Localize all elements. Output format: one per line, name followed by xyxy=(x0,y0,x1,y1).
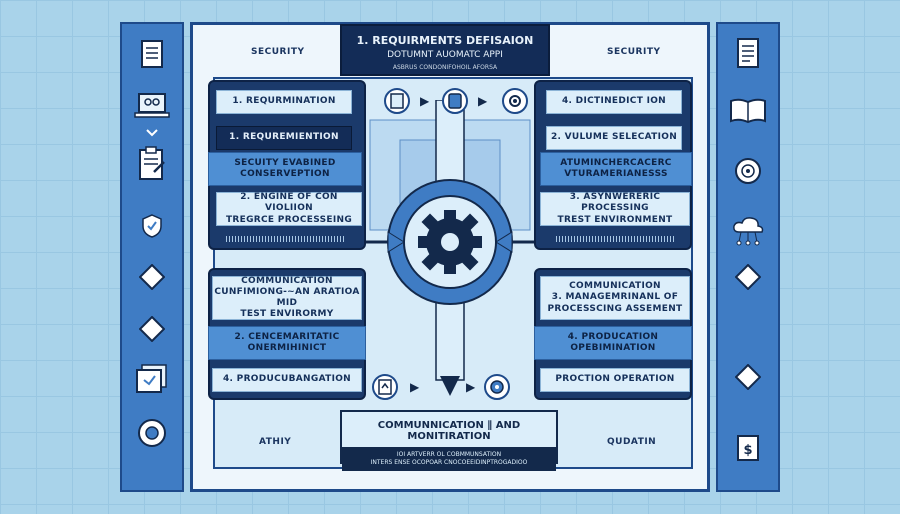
right-bottom-card-2-line1: 4. PRODUCATION xyxy=(567,331,659,342)
right-top-card-2-line1: ATUMINCHERCACERC xyxy=(560,157,672,168)
left-bottom-card-3-label: 4. PRODUCUBANGATION xyxy=(222,374,352,385)
left-bottom-card-1-line2: CUNFIMIONG-~AN ARATIOA MID xyxy=(214,286,360,308)
svg-text:$: $ xyxy=(743,443,752,458)
right-bottom-card-2: 4. PRODUCATION OPEBIMINATION xyxy=(534,326,692,360)
corner-label-top-right: SECURITY xyxy=(607,47,661,57)
left-bottom-card-2: 2. CENCEMARITATIC ONERMIHINICT xyxy=(208,326,366,360)
shield-icon xyxy=(142,214,162,238)
left-bottom-card-1: COMMUNICATION CUNFIMIONG-~AN ARATIOA MID… xyxy=(212,276,362,320)
right-top-card-1: 2. VULUME SELECATION xyxy=(546,126,682,150)
left-bottom-card-2-line2: ONERMIHINICT xyxy=(247,343,327,353)
corner-label-bottom-right: QUDATIN xyxy=(607,437,657,447)
left-top-card-3: 2. ENGINE OF CON VIOLIION TREGRCE PROCES… xyxy=(216,192,362,226)
left-top-card-1-label: 1. REQUREMIENTION xyxy=(229,132,339,143)
right-top-card-1-label: 2. VULUME SELECATION xyxy=(550,132,678,143)
dollar-tag-icon: $ xyxy=(736,432,760,462)
left-top-header: 1. REQURMINATION xyxy=(216,90,352,114)
hatch-divider xyxy=(556,236,676,242)
bottom-box-title: COMMUNNICATION ∥ AND MONITIRATION xyxy=(342,412,556,447)
diamond-icon xyxy=(735,364,761,390)
gear-circle-icon xyxy=(137,418,167,448)
document-icon xyxy=(141,40,163,68)
cog-circle-icon xyxy=(484,374,510,400)
left-top-card-2: SECUITY EVABINED CONSERVEPTION xyxy=(208,152,362,186)
left-top-card-2-line2: CONSERVEPTION xyxy=(240,169,330,179)
arrow-right-icon: ▶ xyxy=(478,94,488,108)
right-top-card-2: ATUMINCHERCACERC VTURAMERIANESSS xyxy=(540,152,692,186)
right-icon-column: $ xyxy=(716,22,780,492)
title-box: 1. REQUIRMENTS DEFISAION DOTUMNT AUOMATC… xyxy=(340,24,550,76)
arrow-right-icon: ▶ xyxy=(466,380,476,394)
right-top-card-3-line1: 3. ASYNWERERIC PROCESSING xyxy=(569,192,661,214)
right-top-card-2-line2: VTURAMERIANESSS xyxy=(564,169,668,179)
right-top-card-3-line2: TREST ENVIRONMENT xyxy=(557,214,673,225)
gear-icon xyxy=(418,210,482,274)
chevron-down-icon xyxy=(145,128,159,138)
right-bottom-card-1-line1: COMMUNICATION xyxy=(569,281,661,292)
arrow-right-icon: ▶ xyxy=(410,380,420,394)
bottom-box-line1: IOI ARTVERR OL COBMMUNSATION xyxy=(396,451,502,458)
right-bottom-card-3: PROCTION OPERATION xyxy=(540,368,690,392)
bottom-box-caption: IOI ARTVERR OL COBMMUNSATION INTERS ENSE… xyxy=(342,447,556,471)
bottom-box: COMMUNNICATION ∥ AND MONITIRATION IOI AR… xyxy=(340,410,558,471)
right-top-header: 4. DICTINEDICT ION xyxy=(546,90,682,114)
corner-label-bottom-left: ATHIY xyxy=(259,437,292,447)
corner-label-top-left: SECURITY xyxy=(251,47,305,57)
diagram-caption: ASBRUS CONDONIFOHOIL AFORSA xyxy=(392,64,498,71)
left-bottom-card-1-line1: COMMUNICATION xyxy=(241,275,333,286)
settings-panel-icon xyxy=(502,88,528,114)
left-top-header-label: 1. REQURMINATION xyxy=(232,96,336,107)
document-icon xyxy=(737,38,759,68)
upload-document-icon xyxy=(372,374,398,400)
left-top-card-3-line1: 2. ENGINE OF CON VIOLIION xyxy=(240,192,338,214)
document-icon xyxy=(384,88,410,114)
right-bottom-card-2-line2: OPEBIMINATION xyxy=(570,343,656,353)
left-top-card-3-line2: TREGRCE PROCESSEING xyxy=(225,214,353,225)
left-bottom-card-3: 4. PRODUCUBANGATION xyxy=(212,368,362,392)
tablet-icon xyxy=(442,88,468,114)
right-bottom-card-1: COMMUNICATION 3. MANAGEMRINANL OF PROCES… xyxy=(540,276,690,320)
center-flow xyxy=(340,100,560,396)
diamond-icon xyxy=(139,316,165,342)
bottom-box-line2: INTERS ENSE OCOPOAR CNOCOEEIDINPTROGADIO… xyxy=(370,458,528,466)
right-top-card-3: 3. ASYNWERERIC PROCESSING TREST ENVIRONM… xyxy=(540,192,690,226)
left-icon-column xyxy=(120,22,184,492)
arrow-right-icon: ▶ xyxy=(420,94,430,108)
diagram-title: 1. REQUIRMENTS DEFISAION xyxy=(356,34,534,47)
diagram-subtitle: DOTUMNT AUOMATC APPI xyxy=(387,50,503,60)
file-stack-icon xyxy=(135,364,169,394)
laptop-network-icon xyxy=(134,92,170,122)
right-bottom-card-1-line2: 3. MANAGEMRINANL OF xyxy=(551,292,679,303)
hatch-divider xyxy=(226,236,346,242)
left-bottom-card-1-line3: TEST ENVIRORMY xyxy=(240,309,334,320)
left-top-card-1: 1. REQUREMIENTION xyxy=(216,126,352,150)
diamond-icon xyxy=(735,264,761,290)
right-bottom-card-1-line3: PROCESSCING ASSEMENT xyxy=(547,303,683,314)
book-icon xyxy=(729,98,767,124)
checklist-icon xyxy=(137,146,167,182)
left-bottom-card-2-line1: 2. CENCEMARITATIC xyxy=(234,331,340,342)
left-top-card-2-line1: SECUITY EVABINED xyxy=(234,157,336,168)
diamond-icon xyxy=(139,264,165,290)
right-top-header-label: 4. DICTINEDICT ION xyxy=(561,96,667,107)
target-icon xyxy=(733,156,763,186)
cloud-network-icon xyxy=(731,216,765,246)
right-bottom-card-3-label: PROCTION OPERATION xyxy=(555,374,675,385)
